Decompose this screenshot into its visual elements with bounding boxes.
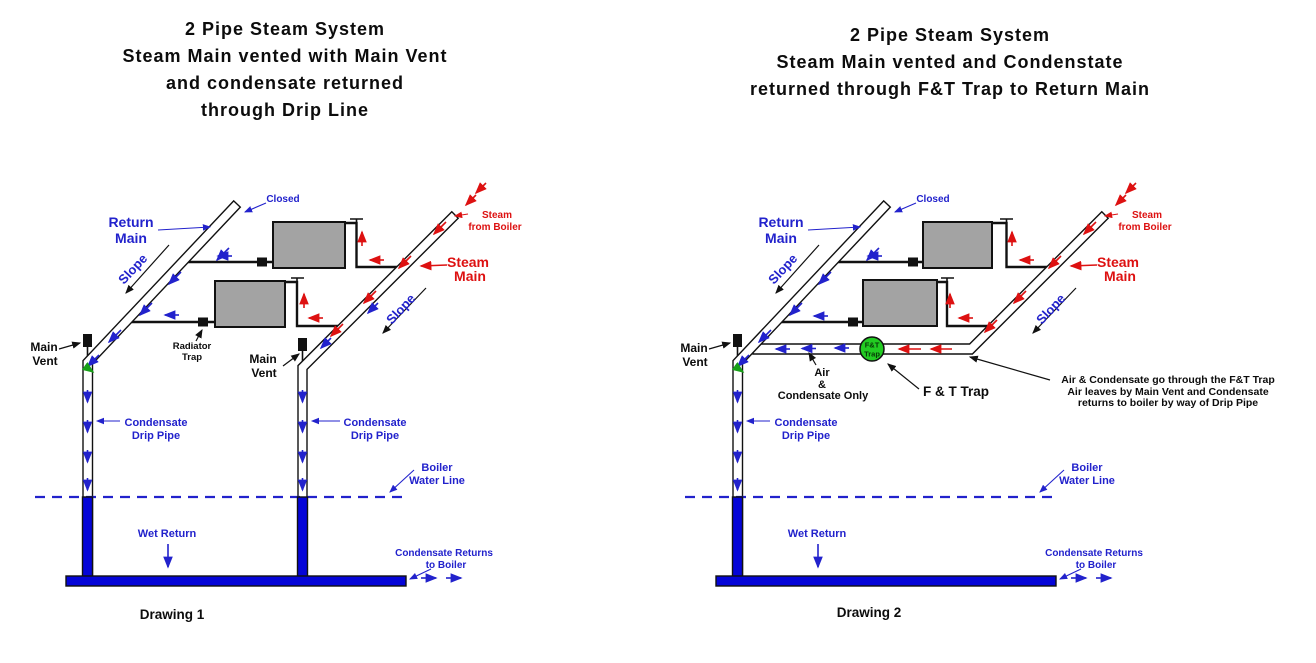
annotation-text: returns to boiler by way of Drip Pipe	[1078, 397, 1258, 409]
wet-drip-pipe-left	[81, 496, 94, 578]
label-air-condensate: Air	[814, 367, 830, 379]
wet-return-pipe	[715, 575, 1057, 587]
steam-flow-arrows	[299, 182, 487, 338]
drawing2-diagram: F&T Trap	[680, 182, 1275, 620]
label-radiator-trap: Radiator	[173, 341, 212, 352]
label-condensate-drip-left: Condensate	[125, 417, 188, 429]
radiator-upper	[272, 221, 346, 269]
radiator-trap-valve	[257, 257, 267, 267]
main-vent-symbol	[733, 334, 742, 356]
radiator-trap-valve	[198, 317, 208, 327]
label-wet-return: Wet Return	[138, 528, 197, 540]
label-wet-return: Wet Return	[788, 528, 847, 540]
label-closed: Closed	[266, 194, 299, 205]
title-line: 2 Pipe Steam System	[184, 19, 386, 39]
label-main-vent-mid: Vent	[251, 366, 276, 380]
label-main-vent-mid: Main	[249, 352, 276, 366]
label-air-condensate: Condensate Only	[778, 390, 869, 402]
wet-drip-pipe-mid	[296, 496, 309, 578]
ft-trap-circle-text: Trap	[864, 350, 880, 359]
main-vent-symbol-mid	[298, 338, 307, 361]
label-slope-steam: Slope	[1033, 291, 1068, 327]
return-main-pipe	[82, 199, 242, 577]
drawing1-title: 2 Pipe Steam System Steam Main vented wi…	[35, 16, 535, 124]
condensate-flow-arrows	[81, 247, 463, 583]
steam-flow-arrows	[897, 182, 1137, 354]
title-line: returned through F&T Trap to Return Main	[750, 79, 1150, 99]
label-condensate-returns: Condensate Returns	[1045, 548, 1143, 559]
radiator-trap-valve	[908, 257, 918, 267]
label-steam-from-boiler: Steam	[1132, 210, 1162, 221]
condensate-flow-arrows	[731, 247, 1113, 583]
label-pointer-arrows	[58, 202, 469, 580]
steam-main-and-ft-pipe	[752, 210, 1110, 355]
radiator-lower	[214, 280, 286, 328]
wet-drip-pipe	[731, 496, 744, 578]
annotation-text: Air leaves by Main Vent and Condensate	[1067, 386, 1268, 398]
label-condensate-drip-left: Drip Pipe	[132, 430, 180, 442]
title-line: through Drip Line	[201, 100, 369, 120]
ft-trap-symbol: F&T Trap	[859, 336, 885, 362]
radiator-upper	[922, 221, 993, 269]
label-steam-main: Steam	[447, 254, 489, 270]
label-boiler-water-line: Water Line	[409, 475, 465, 487]
label-return-main: Return	[108, 214, 153, 230]
title-line: Steam Main vented with Main Vent	[122, 46, 448, 66]
radiator-trap-valve	[848, 317, 858, 327]
label-boiler-water-line: Boiler	[421, 462, 453, 474]
label-condensate-drip: Drip Pipe	[782, 430, 830, 442]
label-condensate-drip-right: Drip Pipe	[351, 430, 399, 442]
label-return-main: Return	[758, 214, 803, 230]
label-condensate-returns: Condensate Returns	[395, 548, 493, 559]
label-steam-from-boiler: from Boiler	[468, 222, 521, 233]
label-steam-main: Main	[1104, 268, 1136, 284]
label-steam-main: Steam	[1097, 254, 1139, 270]
label-main-vent: Vent	[682, 355, 707, 369]
label-condensate-drip: Condensate	[775, 417, 838, 429]
drawing1-caption: Drawing 1	[140, 607, 205, 622]
radiator-lower	[862, 279, 938, 327]
label-slope-steam: Slope	[383, 291, 418, 327]
label-return-main: Main	[115, 230, 147, 246]
ft-trap-circle-text: F&T	[865, 341, 880, 350]
label-slope-return: Slope	[115, 251, 150, 287]
annotation-text: Air & Condensate go through the F&T Trap	[1061, 374, 1275, 386]
label-main-vent-left: Vent	[32, 354, 57, 368]
label-return-main: Main	[765, 230, 797, 246]
wet-return-pipe	[65, 575, 407, 587]
label-closed: Closed	[916, 194, 949, 205]
label-condensate-returns: to Boiler	[1076, 560, 1117, 571]
drawing1-diagram: Closed Return Main Slope Slope Main Vent…	[30, 182, 522, 622]
label-condensate-returns: to Boiler	[426, 560, 467, 571]
main-vent-symbol-left	[83, 334, 92, 356]
label-steam-from-boiler: from Boiler	[1118, 222, 1171, 233]
label-boiler-water-line: Boiler	[1071, 462, 1103, 474]
label-main-vent-left: Main	[30, 340, 57, 354]
label-ft-trap: F & T Trap	[923, 384, 989, 399]
label-main-vent: Main	[680, 341, 707, 355]
label-slope-return: Slope	[765, 251, 800, 287]
title-line: 2 Pipe Steam System	[849, 25, 1051, 45]
label-radiator-trap: Trap	[182, 352, 202, 363]
title-line: and condensate returned	[165, 73, 405, 93]
return-main-pipe	[732, 199, 892, 577]
label-steam-from-boiler: Steam	[482, 210, 512, 221]
label-air-condensate: &	[818, 379, 826, 391]
label-steam-main: Main	[454, 268, 486, 284]
title-line: Steam Main vented and Condenstate	[776, 52, 1124, 72]
label-pointer-arrows	[708, 202, 1119, 580]
drawing2-title: 2 Pipe Steam System Steam Main vented an…	[690, 22, 1210, 103]
drawing2-caption: Drawing 2	[837, 605, 902, 620]
label-condensate-drip-right: Condensate	[344, 417, 407, 429]
label-boiler-water-line: Water Line	[1059, 475, 1115, 487]
